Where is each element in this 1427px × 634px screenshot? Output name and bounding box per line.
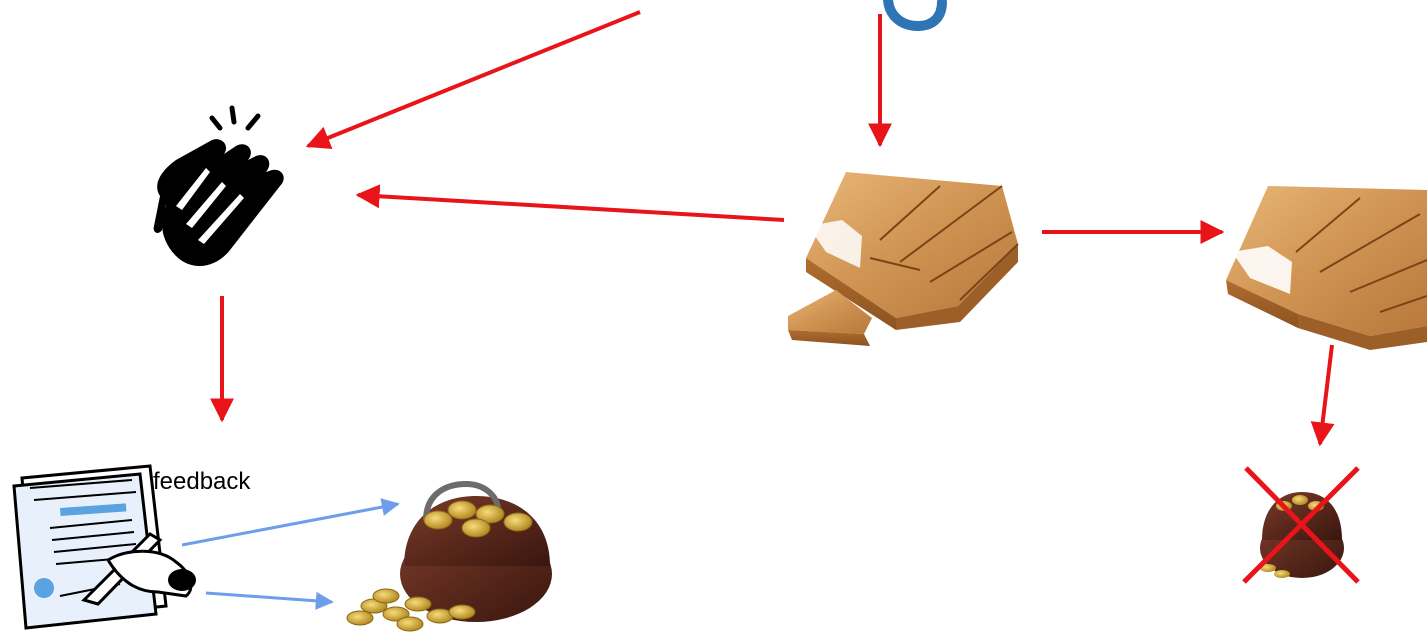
arrow-puzzle-to-clap — [358, 195, 784, 220]
clapping-hands-icon — [154, 108, 284, 266]
arrow-puzzle-to-cancelled — [1320, 345, 1332, 444]
arrow-top-to-clap — [308, 12, 640, 146]
feedback-label: feedback — [153, 468, 251, 495]
arrow-feedback-to-wallet-lower — [206, 593, 332, 602]
tangram-missing-piece-icon — [788, 172, 1018, 346]
crossed-out-purse-icon — [1244, 468, 1358, 582]
partial-title-glyph — [888, 0, 942, 26]
tangram-gap-icon — [1226, 186, 1427, 350]
arrow-feedback-to-wallet-upper — [182, 504, 398, 545]
coin-purse-icon — [347, 484, 552, 631]
